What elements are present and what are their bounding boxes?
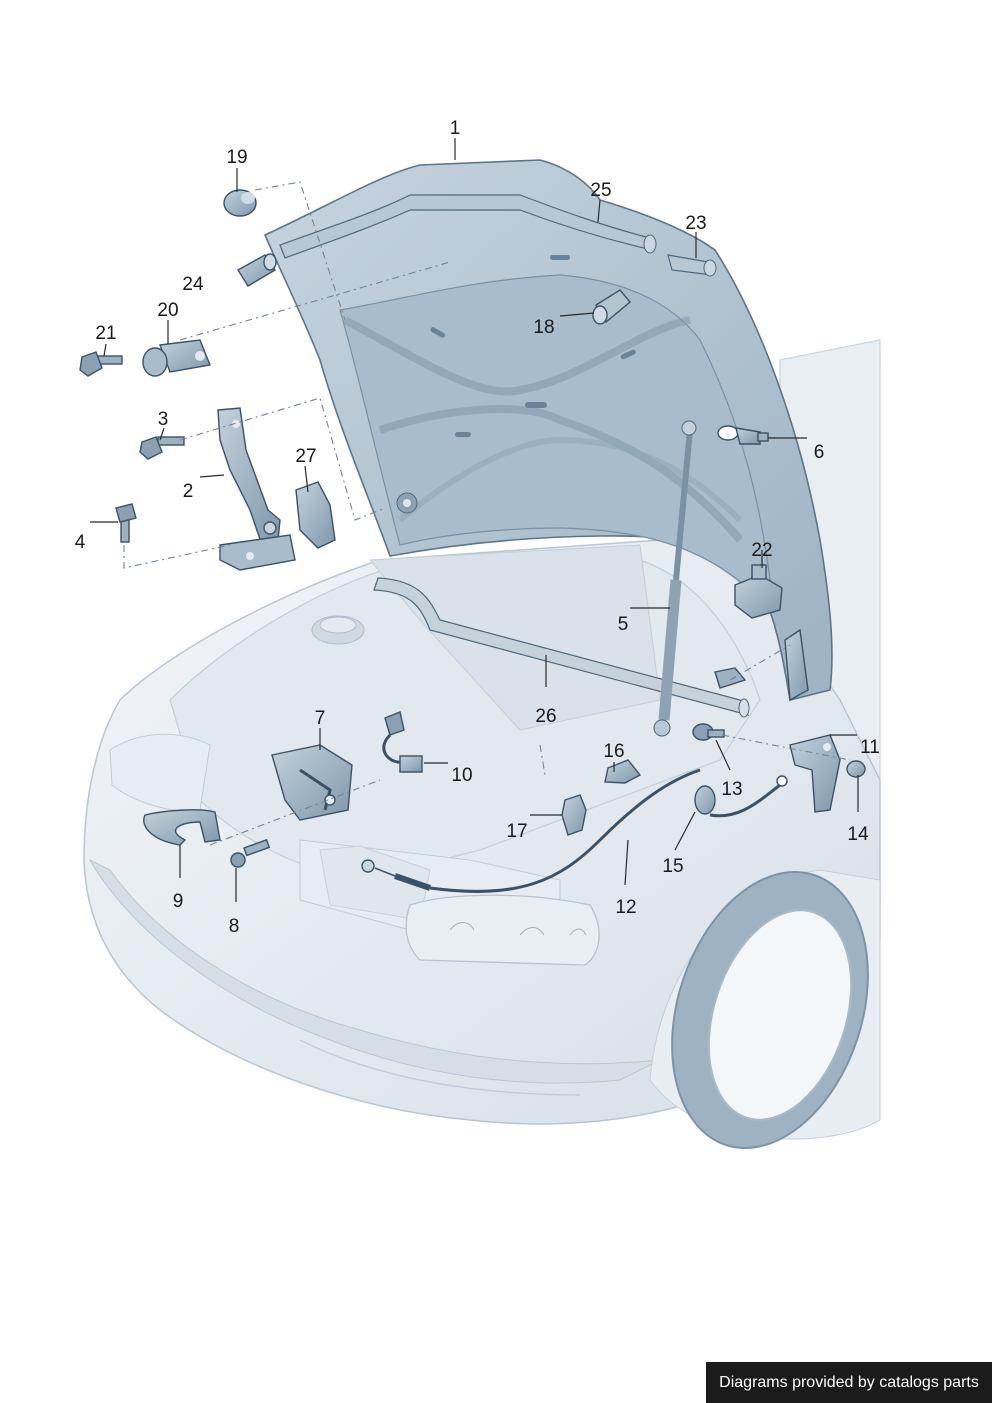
bolt-4 [115, 503, 137, 543]
assembly-guide-lines [123, 181, 851, 846]
callout-27: 27 [295, 446, 316, 467]
rubber-buffer-18 [592, 289, 631, 325]
rubber-cap-19 [223, 189, 257, 217]
bolt-3 [139, 436, 185, 460]
callout-8: 8 [229, 916, 240, 937]
stop-buffer-6 [717, 425, 769, 445]
gas-strut-5 [653, 420, 697, 737]
callout-11: 11 [860, 737, 880, 758]
callout-22: 22 [751, 540, 772, 561]
hood-panel [263, 159, 833, 701]
callout-2: 2 [183, 481, 194, 502]
bolt-8 [230, 838, 271, 868]
callout-19: 19 [226, 147, 247, 168]
callout-16: 16 [603, 741, 624, 762]
callout-18: 18 [533, 317, 554, 338]
hinge-cover-27 [295, 481, 336, 549]
callout-4: 4 [75, 532, 86, 553]
clip-17 [561, 794, 587, 836]
callout-15: 15 [662, 856, 683, 877]
callout-23: 23 [685, 213, 706, 234]
callout-20: 20 [157, 300, 178, 321]
callout-6: 6 [814, 442, 825, 463]
footer-credit: Diagrams provided by catalogs parts [706, 1362, 992, 1403]
seal-23 [667, 254, 717, 277]
clip-14 [846, 760, 866, 778]
callout-17: 17 [506, 821, 527, 842]
front-wheel [649, 869, 881, 1150]
callout-10: 10 [451, 765, 472, 786]
callout-21: 21 [95, 323, 116, 344]
callout-7: 7 [315, 708, 326, 729]
callout-24: 24 [182, 274, 204, 295]
callout-5: 5 [618, 614, 629, 635]
callout-3: 3 [158, 409, 169, 430]
callout-13: 13 [721, 779, 742, 800]
release-handle-9 [143, 809, 221, 846]
callout-labels: 1 2 3 4 5 6 7 8 9 10 11 12 13 14 15 16 1… [75, 118, 880, 937]
callout-25: 25 [590, 180, 611, 201]
pad-22 [734, 564, 783, 619]
release-cable-12 [361, 768, 701, 893]
cable-grommet-15 [694, 775, 788, 818]
bolt-13 [692, 723, 725, 741]
callout-1: 1 [450, 118, 461, 139]
callout-26: 26 [535, 706, 556, 727]
hood-hinge-2 [217, 407, 296, 571]
bolt-21 [79, 351, 123, 377]
callout-9: 9 [173, 891, 184, 912]
callout-leaders [90, 138, 859, 902]
hinge-bushing-20 [142, 339, 211, 377]
callout-14: 14 [847, 824, 869, 845]
callout-12: 12 [615, 897, 636, 918]
seal-26 [373, 577, 750, 718]
bush-24 [237, 253, 277, 287]
lock-bracket-11 [714, 628, 841, 813]
hood-seal-25 [279, 194, 657, 259]
switch-10 [382, 711, 423, 773]
